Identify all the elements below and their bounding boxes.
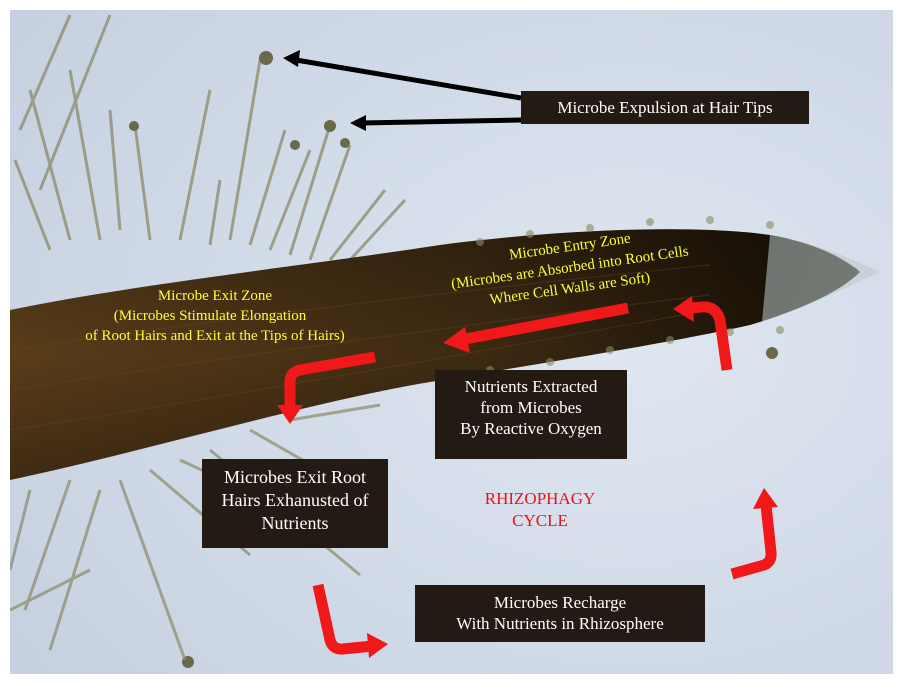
microbe-exit-zone-line3: of Root Hairs and Exit at the Tips of Ha… xyxy=(45,327,385,346)
recharge-line1: Microbes Recharge xyxy=(424,592,696,613)
microbe-exit-zone-line2: (Microbes Stimulate Elongation xyxy=(80,307,340,326)
nutrients-extracted-line3: By Reactive Oxygen xyxy=(444,418,618,439)
expulsion-label-text: Microbe Expulsion at Hair Tips xyxy=(557,98,772,117)
exit-root-hairs-line3: Nutrients xyxy=(211,512,379,535)
rhizophagy-cycle-line1: RHIZOPHAGY xyxy=(460,488,620,510)
exit-root-hairs-line1: Microbes Exit Root xyxy=(211,466,379,489)
microbe-exit-zone-title: Microbe Exit Zone xyxy=(150,287,280,306)
rhizophagy-cycle-line2: CYCLE xyxy=(460,510,620,532)
recharge-label: Microbes Recharge With Nutrients in Rhiz… xyxy=(415,585,705,642)
expulsion-label: Microbe Expulsion at Hair Tips xyxy=(521,91,809,124)
rhizophagy-cycle-title: RHIZOPHAGY CYCLE xyxy=(460,488,620,532)
nutrients-extracted-label: Nutrients Extracted from Microbes By Rea… xyxy=(435,370,627,459)
recharge-line2: With Nutrients in Rhizosphere xyxy=(424,613,696,634)
nutrients-extracted-line1: Nutrients Extracted xyxy=(444,376,618,397)
nutrients-extracted-line2: from Microbes xyxy=(444,397,618,418)
exit-root-hairs-label: Microbes Exit Root Hairs Exhanusted of N… xyxy=(202,459,388,548)
exit-root-hairs-line2: Hairs Exhanusted of xyxy=(211,489,379,512)
